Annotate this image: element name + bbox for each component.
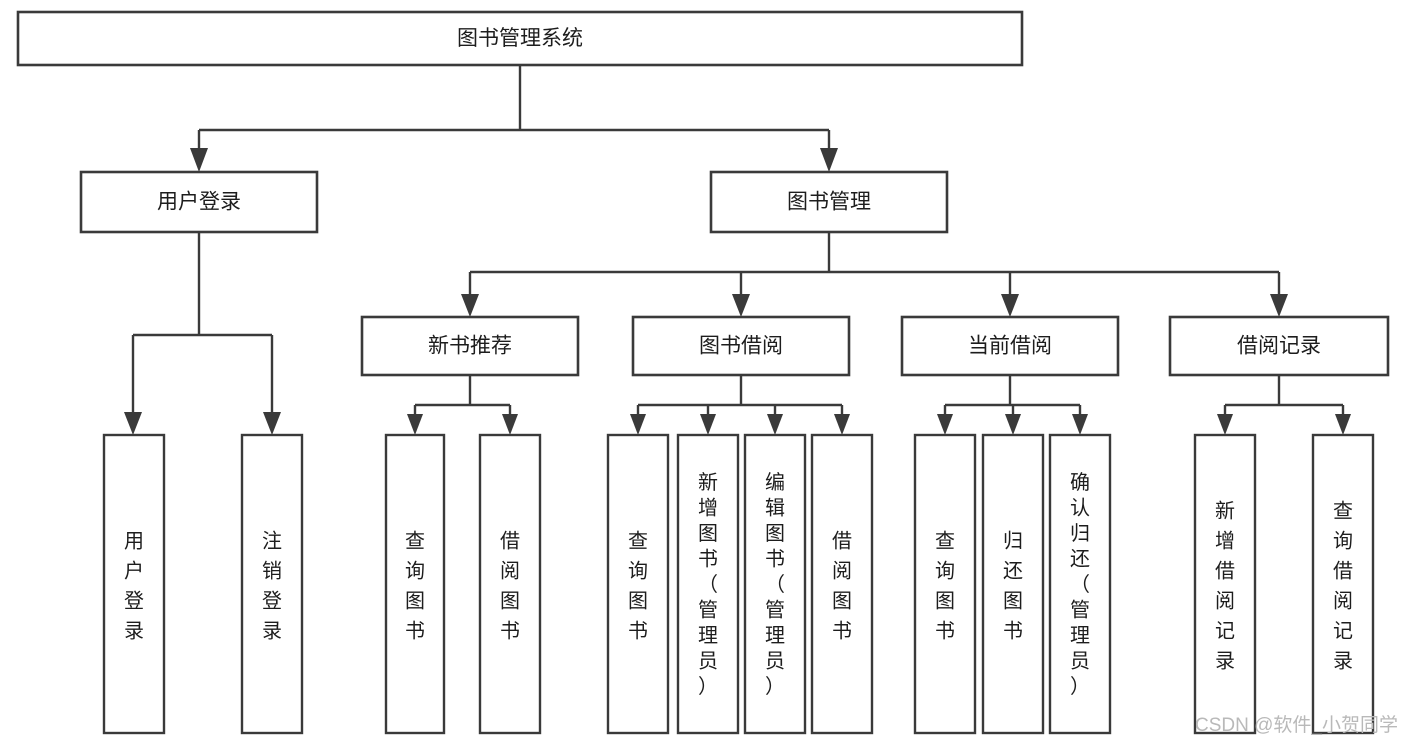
node-leaf-add-record[interactable]: 新增借阅记录 <box>1193 433 1257 735</box>
node-leaf-borrow-book-1[interactable]: 借阅图书 <box>478 433 542 735</box>
node-leaf-query-book-1[interactable]: 查询图书 <box>384 433 446 735</box>
level2-box <box>709 170 949 234</box>
leaf-box <box>1311 433 1375 735</box>
leaf-label: 借阅图书 <box>832 529 852 642</box>
arrow-to-leaf-borrow-book-2 <box>834 414 850 435</box>
level3-label: 图书借阅 <box>699 335 783 358</box>
arrow-to-user-login <box>190 148 208 172</box>
node-leaf-query-record[interactable]: 查询借阅记录 <box>1311 433 1375 735</box>
level3-label: 新书推荐 <box>428 335 512 358</box>
node-undefined[interactable]: 图书管理系统 <box>16 10 1024 67</box>
node-leaf-edit-book[interactable]: 编辑图书（管理员） <box>743 433 807 735</box>
leaf-box <box>1048 433 1112 735</box>
node-book-manage[interactable]: 图书管理 <box>709 170 949 234</box>
root-box <box>16 10 1024 67</box>
node-current-borrow[interactable]: 当前借阅 <box>900 315 1120 377</box>
connector-root-bus <box>197 65 831 160</box>
level3-box <box>631 315 851 377</box>
connector-layer <box>131 65 1345 423</box>
level3-label: 借阅记录 <box>1237 335 1321 358</box>
arrow-to-book-manage <box>820 148 838 172</box>
leaf-label: 新增图书（管理员） <box>698 471 718 698</box>
arrow-to-leaf-query-record <box>1335 414 1351 435</box>
leaf-box <box>981 433 1045 735</box>
arrow-to-leaf-query-book-1 <box>407 414 423 435</box>
node-borrow-record[interactable]: 借阅记录 <box>1168 315 1390 377</box>
node-leaf-user-login[interactable]: 用户登录 <box>102 433 166 735</box>
arrow-to-borrow-record <box>1270 294 1288 317</box>
leaf-label: 归还图书 <box>1003 529 1023 642</box>
node-leaf-logout[interactable]: 注销登录 <box>240 433 304 735</box>
arrow-to-leaf-add-book <box>700 414 716 435</box>
node-leaf-return-book[interactable]: 归还图书 <box>981 433 1045 735</box>
leaf-box <box>810 433 874 735</box>
leaf-label: 新增借阅记录 <box>1215 499 1235 672</box>
level2-label: 用户登录 <box>157 191 241 214</box>
leaf-box <box>384 433 446 735</box>
level2-box <box>79 170 319 234</box>
node-book-borrow[interactable]: 图书借阅 <box>631 315 851 377</box>
node-user-login[interactable]: 用户登录 <box>79 170 319 234</box>
arrow-to-leaf-confirm-return <box>1072 414 1088 435</box>
leaf-label: 查询图书 <box>405 529 425 642</box>
leaf-label: 注销登录 <box>262 529 282 642</box>
node-leaf-borrow-book-2[interactable]: 借阅图书 <box>810 433 874 735</box>
leaf-label: 编辑图书（管理员） <box>765 471 785 698</box>
arrowhead-layer <box>124 148 1351 435</box>
arrow-to-leaf-query-book-3 <box>937 414 953 435</box>
arrow-to-book-borrow <box>732 294 750 317</box>
leaf-box <box>478 433 542 735</box>
leaf-box <box>1193 433 1257 735</box>
leaf-box <box>606 433 670 735</box>
arrow-to-leaf-logout <box>263 412 281 435</box>
arrow-to-leaf-borrow-book-1 <box>502 414 518 435</box>
arrow-to-current-borrow <box>1001 294 1019 317</box>
arrow-to-leaf-query-book-2 <box>630 414 646 435</box>
connector-book-manage-bus <box>468 232 1281 305</box>
level2-label: 图书管理 <box>787 191 871 214</box>
arrow-to-leaf-user-login <box>124 412 142 435</box>
arrow-to-leaf-return-book <box>1005 414 1021 435</box>
csdn-watermark: CSDN @软件_小贺同学 <box>1195 714 1398 736</box>
nodes-layer: 图书管理系统用户登录图书管理新书推荐图书借阅当前借阅借阅记录用户登录注销登录查询… <box>16 10 1390 735</box>
arrow-to-new-book-rec <box>461 294 479 317</box>
leaf-label: 用户登录 <box>124 530 144 642</box>
leaf-label: 确认归还（管理员） <box>1070 471 1090 698</box>
arrow-to-leaf-edit-book <box>767 414 783 435</box>
leaf-box <box>676 433 740 735</box>
level3-label: 当前借阅 <box>968 335 1052 358</box>
level3-box <box>900 315 1120 377</box>
leaf-label: 查询图书 <box>628 529 648 642</box>
leaf-label: 查询图书 <box>935 529 955 642</box>
connector-borrow-record-bus <box>1223 375 1345 423</box>
arrow-to-leaf-add-record <box>1217 414 1233 435</box>
level3-box <box>360 315 580 377</box>
node-new-book-rec[interactable]: 新书推荐 <box>360 315 580 377</box>
leaf-box <box>913 433 977 735</box>
connector-book-borrow-bus <box>636 375 844 423</box>
level3-box <box>1168 315 1390 377</box>
node-leaf-confirm-return[interactable]: 确认归还（管理员） <box>1048 433 1112 735</box>
node-leaf-add-book[interactable]: 新增图书（管理员） <box>676 433 740 735</box>
node-leaf-query-book-3[interactable]: 查询图书 <box>913 433 977 735</box>
leaf-box <box>102 433 166 735</box>
leaf-label: 查询借阅记录 <box>1333 499 1353 672</box>
root-label: 图书管理系统 <box>457 27 583 50</box>
leaf-box <box>743 433 807 735</box>
connector-new-book-rec-bus <box>413 375 512 423</box>
leaf-label: 借阅图书 <box>500 529 520 642</box>
connector-user-login-bus <box>131 232 274 423</box>
leaf-box <box>240 433 304 735</box>
node-leaf-query-book-2[interactable]: 查询图书 <box>606 433 670 735</box>
